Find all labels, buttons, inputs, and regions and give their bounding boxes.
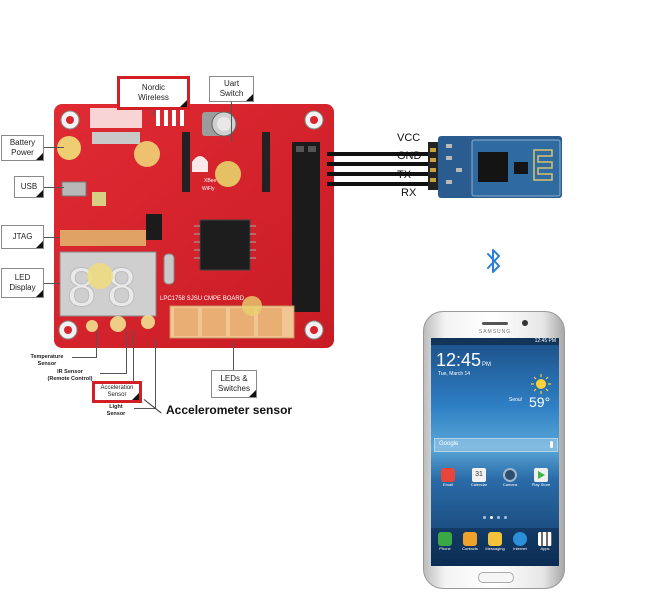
home-date: Tue, March 14 [438, 371, 471, 377]
globe-icon [513, 532, 527, 546]
contacts-icon [463, 532, 477, 546]
clock-ampm: PM [482, 362, 492, 368]
pin-label-rx: RX [401, 187, 417, 199]
weather-city: Seoul [509, 397, 522, 403]
front-camera-icon [522, 320, 528, 326]
callout-leds-switches: LEDs & Switches [211, 370, 257, 398]
apps-grid-icon [538, 532, 552, 546]
board-silk-label: LPC1758 SJSU CMPE BOARD [160, 296, 245, 302]
mcu-chip [199, 219, 251, 271]
page-indicator [483, 516, 507, 519]
app-dock: Phone Contacts Messaging Internet Apps [431, 528, 559, 566]
phone-icon [438, 532, 452, 546]
callout-uart-switch: Uart Switch [209, 76, 254, 102]
app-label: Camera [502, 482, 518, 487]
callout-battery-power: Battery Power [1, 135, 44, 161]
status-bar: 12:45 PM [431, 338, 559, 345]
svg-text:XBee: XBee [204, 178, 216, 184]
app-play-store[interactable]: Play Store [530, 468, 552, 487]
status-time: 12:45 PM [534, 338, 556, 344]
dock-apps[interactable]: Apps [533, 532, 557, 551]
label-light-sensor: Light Sensor [106, 404, 126, 417]
dock-internet[interactable]: Internet [508, 532, 532, 551]
dock-phone[interactable]: Phone [433, 532, 457, 551]
callout-jtag: JTAG [1, 225, 44, 249]
camera-icon [503, 468, 517, 482]
email-icon [441, 468, 455, 482]
phone-brand: SAMSUNG [478, 329, 512, 335]
accelerometer-note-arrow [143, 399, 162, 414]
sun-icon [531, 374, 551, 394]
pin-label-tx: TX [397, 169, 412, 181]
callout-acceleration-sensor: Acceleration Sensor [92, 381, 142, 403]
app-label: Play Store [531, 482, 551, 487]
phone-screen: 12:45 PM 12:45PM Tue, March 14 Seoul 59°… [431, 338, 559, 566]
app-label: Phone [439, 546, 451, 551]
clock-time: 12:45 [436, 350, 482, 370]
callout-usb: USB [14, 176, 44, 198]
wire-tx [327, 172, 429, 176]
app-label: Calendar [470, 482, 488, 487]
wire-rx [327, 182, 429, 186]
pin-label-vcc: VCC [397, 132, 421, 144]
play-store-icon [534, 468, 548, 482]
label-temperature-sensor: Temperature Sensor [30, 354, 64, 367]
wire-gnd [327, 162, 429, 166]
app-email[interactable]: Email [437, 468, 459, 487]
google-search-bar[interactable]: Google [434, 438, 558, 452]
pin-label-gnd: GND [397, 150, 422, 162]
home-button[interactable] [478, 572, 514, 583]
callout-led-display: LED Display [1, 268, 44, 298]
weather-temperature: 59° [529, 394, 551, 410]
phone-earpiece [482, 322, 508, 325]
dock-contacts[interactable]: Contacts [458, 532, 482, 551]
callout-nordic-wireless: Nordic Wireless [117, 76, 190, 110]
bluetooth-module [428, 136, 562, 198]
dock-messaging[interactable]: Messaging [483, 532, 507, 551]
smartphone: SAMSUNG 12:45 PM 12:45PM Tue, March 14 S… [423, 311, 565, 589]
svg-text:8: 8 [106, 259, 137, 319]
app-label: Contacts [462, 546, 478, 551]
app-label: Messaging [485, 546, 505, 551]
app-calendar[interactable]: 31 Calendar [468, 468, 490, 487]
accelerometer-note: Accelerometer sensor [166, 403, 293, 417]
label-ir-sensor: IR Sensor (Remote Control) [47, 369, 93, 382]
calendar-icon: 31 [472, 468, 486, 482]
app-label: Email [442, 482, 453, 487]
mic-icon[interactable] [550, 441, 553, 448]
messaging-icon [488, 532, 502, 546]
app-label: Internet [513, 546, 527, 551]
svg-text:WiFly: WiFly [202, 186, 215, 192]
search-label: Google [439, 441, 459, 447]
wire-vcc [327, 152, 429, 156]
app-camera[interactable]: Camera [499, 468, 521, 487]
home-clock: 12:45PM [436, 350, 491, 371]
app-row: Email 31 Calendar Camera Play Store [437, 468, 553, 498]
bluetooth-icon [487, 249, 500, 273]
app-label: Apps [540, 546, 550, 551]
